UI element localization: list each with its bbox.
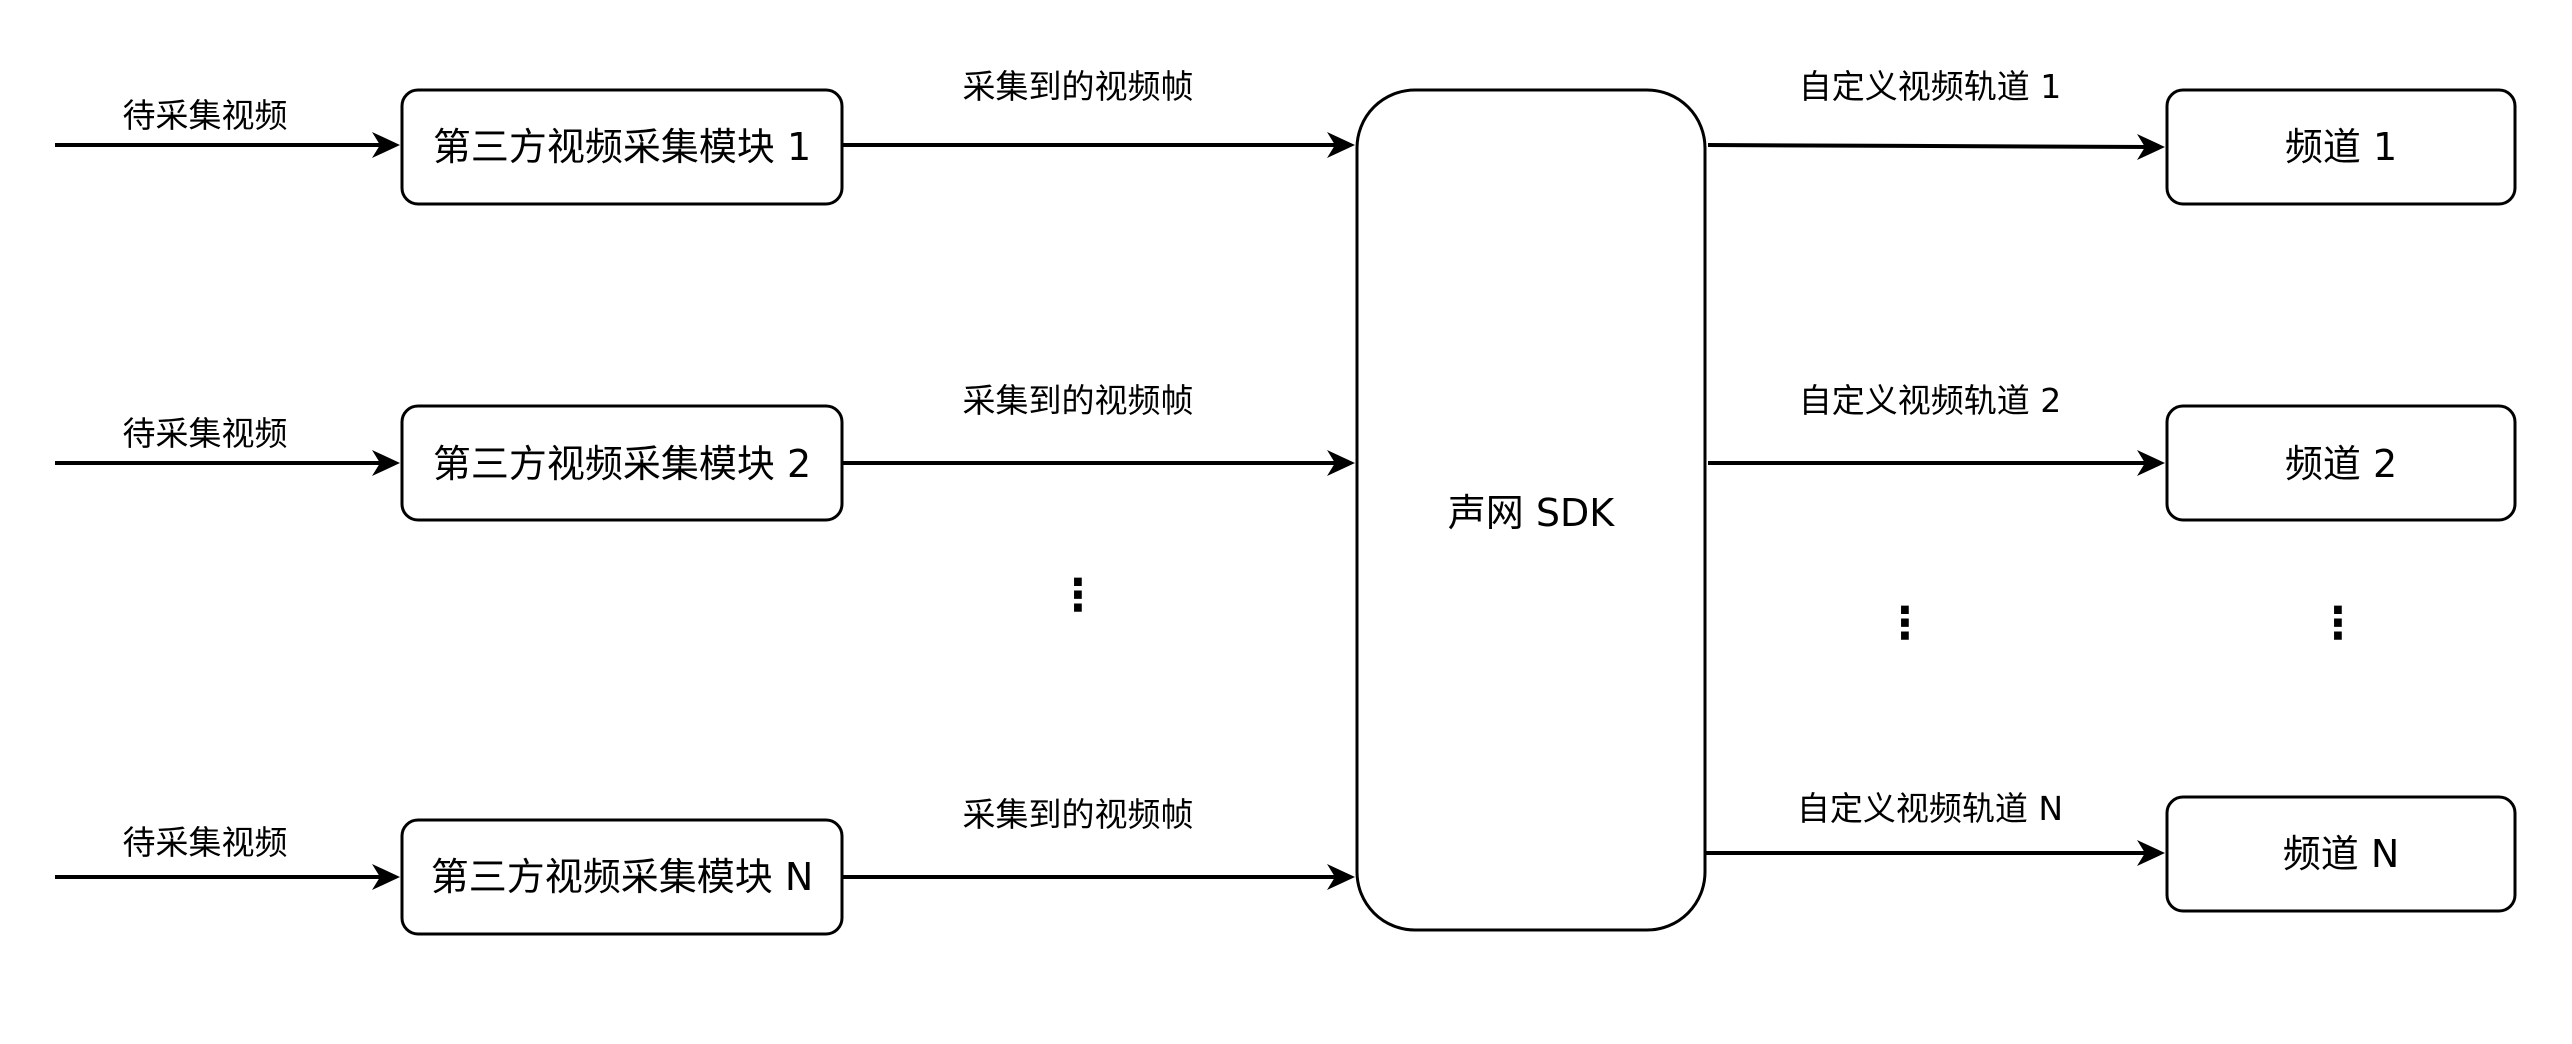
- input-label-2: 待采集视频: [123, 414, 288, 453]
- frame-label-2: 采集到的视频帧: [963, 381, 1194, 420]
- agora-sdk-box: [1355, 88, 1707, 932]
- ellipsis-modules: ⋮: [1056, 570, 1100, 621]
- track-label-n: 自定义视频轨道 N: [1797, 789, 2063, 828]
- channel-1-box: [2165, 88, 2517, 206]
- capture-module-1-label: 第三方视频采集模块 1: [433, 125, 811, 169]
- capture-module-n-label: 第三方视频采集模块 N: [431, 855, 814, 899]
- input-label-1: 待采集视频: [123, 96, 288, 135]
- track-label-1: 自定义视频轨道 1: [1799, 67, 2062, 106]
- track-arrow-1: [1707, 143, 2151, 149]
- frame-arrowhead-n: [1327, 864, 1355, 890]
- input-label-n: 待采集视频: [123, 823, 288, 862]
- channel-2-box: [2165, 404, 2517, 522]
- frame-label-n: 采集到的视频帧: [963, 795, 1194, 834]
- frame-arrowhead-1: [1327, 132, 1355, 158]
- channel-1-label: 频道 1: [2285, 125, 2397, 169]
- track-arrowhead-1: [2137, 134, 2165, 160]
- track-label-2: 自定义视频轨道 2: [1799, 381, 2062, 420]
- input-arrowhead-2: [372, 450, 400, 476]
- input-arrowhead-n: [372, 864, 400, 890]
- capture-module-2-label: 第三方视频采集模块 2: [433, 442, 811, 486]
- channel-2-label: 频道 2: [2285, 442, 2397, 486]
- track-arrowhead-2: [2137, 450, 2165, 476]
- ellipsis-channels: ⋮: [2316, 598, 2360, 649]
- input-arrowhead-1: [372, 132, 400, 158]
- ellipsis-tracks: ⋮: [1883, 598, 1927, 649]
- track-arrowhead-n: [2137, 840, 2165, 866]
- frame-arrowhead-2: [1327, 450, 1355, 476]
- frame-label-1: 采集到的视频帧: [963, 67, 1194, 106]
- channel-n-label: 频道 N: [2283, 832, 2400, 876]
- channel-n-box: [2165, 795, 2517, 913]
- agora-sdk-label: 声网 SDK: [1448, 491, 1615, 535]
